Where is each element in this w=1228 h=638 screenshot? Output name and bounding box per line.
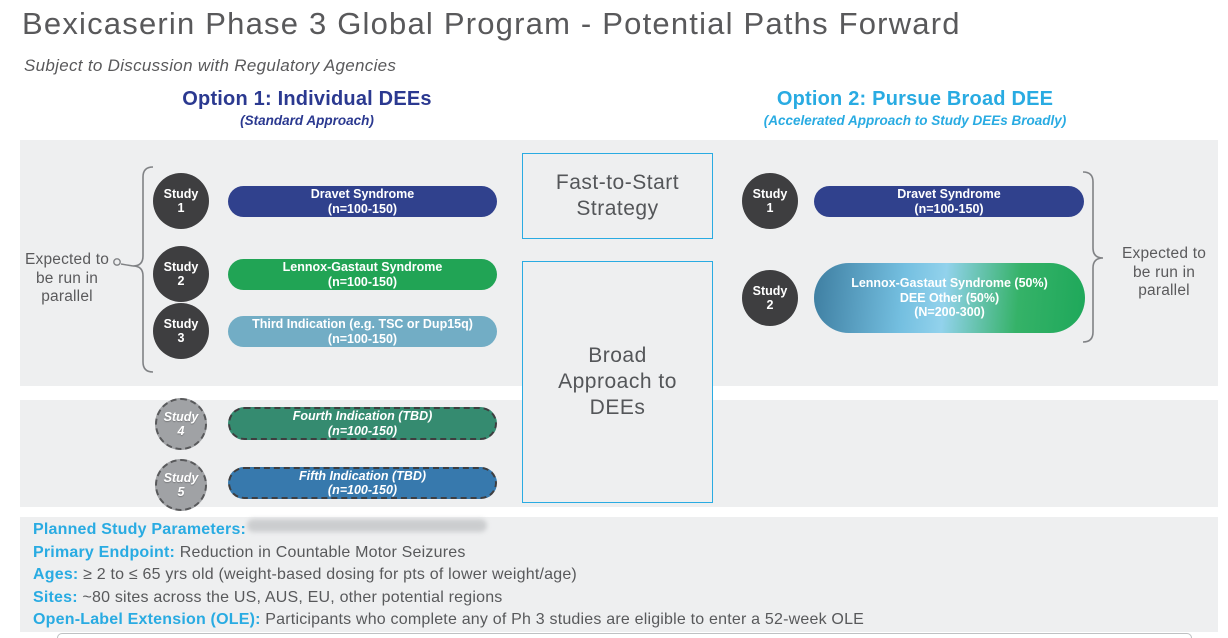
study-3-circle: Study 3 xyxy=(153,303,209,359)
next-panel-top-edge xyxy=(57,633,1192,638)
parameter-label: Primary Endpoint: xyxy=(33,543,176,561)
option2-parallel-note: Expected to be run in parallel xyxy=(1121,245,1207,299)
left-brace xyxy=(113,166,154,373)
pill-indication: Dravet Syndrome xyxy=(310,187,415,201)
parameter-value: ~80 sites across the US, AUS, EU, other … xyxy=(82,588,503,606)
parameter-line: Primary Endpoint: Reduction in Countable… xyxy=(33,542,1218,565)
study-2-circle: Study 2 xyxy=(153,246,209,302)
parameters-panel: Planned Study Parameters: Primary Endpoi… xyxy=(20,517,1218,632)
option2-header: Option 2: Pursue Broad DEE (Accelerated … xyxy=(715,88,1115,128)
pill-sample-size: (n=100-150) xyxy=(327,274,398,289)
study-4-circle: Study 4 xyxy=(155,398,207,450)
parameter-value: ≥ 2 to ≤ 65 yrs old (weight-based dosing… xyxy=(83,566,577,583)
study-badge-label: Study xyxy=(752,186,788,201)
pill-indication: Fourth Indication (TBD) xyxy=(292,409,433,423)
study-badge-label: Study xyxy=(163,470,199,485)
parameters-heading: Planned Study Parameters: xyxy=(33,521,247,538)
option2-dravet-pill: Dravet Syndrome (n=100-150) xyxy=(814,186,1084,217)
parameter-line: Ages: ≥ 2 to ≤ 65 yrs old (weight-based … xyxy=(33,564,1218,587)
study-badge-number: 3 xyxy=(177,331,185,345)
pill-sample-size: (n=100-150) xyxy=(327,201,398,216)
pill-sample-size: (n=100-150) xyxy=(327,331,398,346)
brace-connector-dot xyxy=(113,258,121,266)
option1-dravet-pill: Dravet Syndrome (n=100-150) xyxy=(228,186,497,217)
option1-title: Option 1: Individual DEEs xyxy=(182,88,432,110)
option2-broad-dee-pill: Lennox-Gastaut Syndrome (50%) DEE Other … xyxy=(814,263,1085,333)
parameter-value: Reduction in Countable Motor Seizures xyxy=(179,543,466,561)
parameter-line: Sites: ~80 sites across the US, AUS, EU,… xyxy=(33,587,1218,610)
study-badge-label: Study xyxy=(163,259,199,274)
pill-indication: Dravet Syndrome xyxy=(897,187,1001,201)
parameter-label: Sites: xyxy=(33,588,78,606)
pill-indication-2: DEE Other (50%) xyxy=(899,290,1000,305)
study-5-circle: Study 5 xyxy=(155,459,207,511)
parameter-label: Ages: xyxy=(33,566,79,583)
option1-fifth-indication-pill: Fifth Indication (TBD) (n=100-150) xyxy=(228,467,497,499)
option1-subtitle: (Standard Approach) xyxy=(240,113,374,128)
study-badge-label: Study xyxy=(163,409,199,424)
option2-study-2-circle: Study 2 xyxy=(742,270,798,326)
page-title: Bexicaserin Phase 3 Global Program - Pot… xyxy=(22,6,961,41)
study-badge-label: Study xyxy=(163,186,199,201)
pill-indication: Fifth Indication (TBD) xyxy=(298,468,427,483)
pill-indication: Lennox-Gastaut Syndrome (50%) xyxy=(851,276,1048,291)
option1-third-indication-pill: Third Indication (e.g. TSC or Dup15q) (n… xyxy=(228,316,497,347)
pill-sample-size: (N=200-300) xyxy=(914,305,985,320)
pill-sample-size: (n=100-150) xyxy=(327,483,398,497)
study-badge-label: Study xyxy=(752,283,788,298)
broad-approach-box: Broad Approach to DEEs xyxy=(522,261,713,503)
parameter-label: Open-Label Extension (OLE): xyxy=(33,611,261,628)
study-badge-number: 1 xyxy=(766,201,774,215)
option1-header: Option 1: Individual DEEs (Standard Appr… xyxy=(107,88,507,128)
option2-title: Option 2: Pursue Broad DEE xyxy=(776,88,1054,110)
pill-sample-size: (n=100-150) xyxy=(914,201,984,216)
study-badge-label: Study xyxy=(163,316,199,331)
study-1-circle: Study 1 xyxy=(153,173,209,229)
study-badge-number: 2 xyxy=(766,298,774,312)
fast-to-start-strategy-box: Fast-to-Start Strategy xyxy=(522,153,713,239)
redacted-blur xyxy=(247,519,487,532)
option1-lgs-pill: Lennox-Gastaut Syndrome (n=100-150) xyxy=(228,259,497,290)
parameter-value: Participants who complete any of Ph 3 st… xyxy=(265,611,865,628)
option1-fourth-indication-pill: Fourth Indication (TBD) (n=100-150) xyxy=(228,407,497,440)
right-brace xyxy=(1082,171,1104,343)
brace-connector-line xyxy=(120,263,134,267)
page-subtitle: Subject to Discussion with Regulatory Ag… xyxy=(24,56,397,75)
strategy-box-label: Fast-to-Start Strategy xyxy=(555,171,680,220)
pill-indication: Third Indication (e.g. TSC or Dup15q) xyxy=(252,317,473,331)
strategy-box-label: Broad Approach to DEEs xyxy=(558,344,677,419)
study-badge-number: 5 xyxy=(177,485,185,499)
study-badge-number: 1 xyxy=(177,201,185,215)
option2-subtitle: (Accelerated Approach to Study DEEs Broa… xyxy=(763,113,1067,128)
pill-sample-size: (n=100-150) xyxy=(327,423,398,438)
study-badge-number: 2 xyxy=(177,274,185,288)
study-badge-number: 4 xyxy=(177,424,185,438)
option1-parallel-note: Expected to be run in parallel xyxy=(24,251,110,305)
parameter-line: Open-Label Extension (OLE): Participants… xyxy=(33,609,1218,632)
option2-study-1-circle: Study 1 xyxy=(742,173,798,229)
pill-indication: Lennox-Gastaut Syndrome xyxy=(282,260,443,274)
